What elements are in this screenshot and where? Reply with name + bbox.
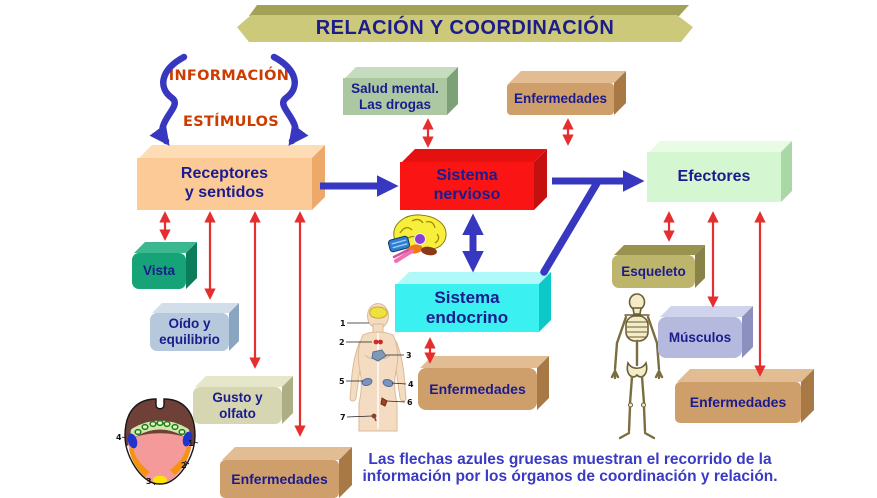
box-label: Enfermedades [418,368,537,410]
box-label: Sistema nervioso [400,162,534,210]
endocrine-body-illustration: 1 2 3 4 5 6 7 [336,303,416,438]
box-label: Músculos [658,317,742,358]
body-label-5: 5 [339,377,345,386]
box-enfermedades-endocrino: Enfermedades [418,368,537,410]
body-label-3: 3 [406,351,412,360]
box-label: Enfermedades [675,382,801,423]
box-enfermedades-efectores: Enfermedades [675,382,801,423]
estimulos-label: ESTÍMULOS [183,114,280,130]
box-label: Oído y equilibrio [150,313,229,351]
body-label-1: 1 [340,319,346,328]
box-enfermedades-sentidos: Enfermedades [220,460,339,498]
skeleton-illustration [604,293,670,448]
line-endocrino-to-efectores [540,179,601,276]
box-oido-equilibrio: Oído y equilibrio [150,313,229,351]
box-esqueleto: Esqueleto [612,255,695,288]
box-label: Receptores y sentidos [137,158,312,210]
box-label: Enfermedades [507,83,614,115]
box-sistema-nervioso: Sistema nervioso [400,162,534,210]
tongue-illustration: 1 2 3 4 [115,392,215,497]
caption-text: Las flechas azules gruesas muestran el r… [362,451,778,485]
title-banner-top-face [249,5,689,16]
box-label: Enfermedades [220,460,339,498]
box-label: Efectores [647,152,781,202]
tongue-label-1: 1 [188,439,194,448]
box-receptores-y-sentidos: Receptores y sentidos [137,158,312,210]
box-salud-mental: Salud mental. Las drogas [343,78,447,115]
page-title: RELACIÓN Y COORDINACIÓN [315,17,615,39]
box-label: Esqueleto [612,255,695,288]
tongue-label-4: 4 [116,433,122,442]
body-label-6: 6 [407,398,413,407]
box-label: Gusto y olfato [193,387,282,424]
box-vista: Vista [132,253,186,289]
body-label-7: 7 [340,413,346,422]
box-musculos: Músculos [658,317,742,358]
body-label-4: 4 [408,380,414,389]
box-enfermedades-nervioso: Enfermedades [507,83,614,115]
box-gusto-olfato: Gusto y olfato [193,387,282,424]
informacion-label: INFORMACIÓN [168,68,290,84]
box-label: Vista [132,253,186,289]
title-banner: RELACIÓN Y COORDINACIÓN [237,15,693,42]
box-label: Salud mental. Las drogas [343,78,447,115]
box-efectores: Efectores [647,152,781,202]
brain-illustration [384,211,452,270]
tongue-label-3: 3 [146,477,152,486]
tongue-label-2: 2 [181,461,187,470]
box-label: Sistema endocrino [395,284,539,332]
box-sistema-endocrino: Sistema endocrino [395,284,539,332]
body-label-2: 2 [339,338,345,347]
